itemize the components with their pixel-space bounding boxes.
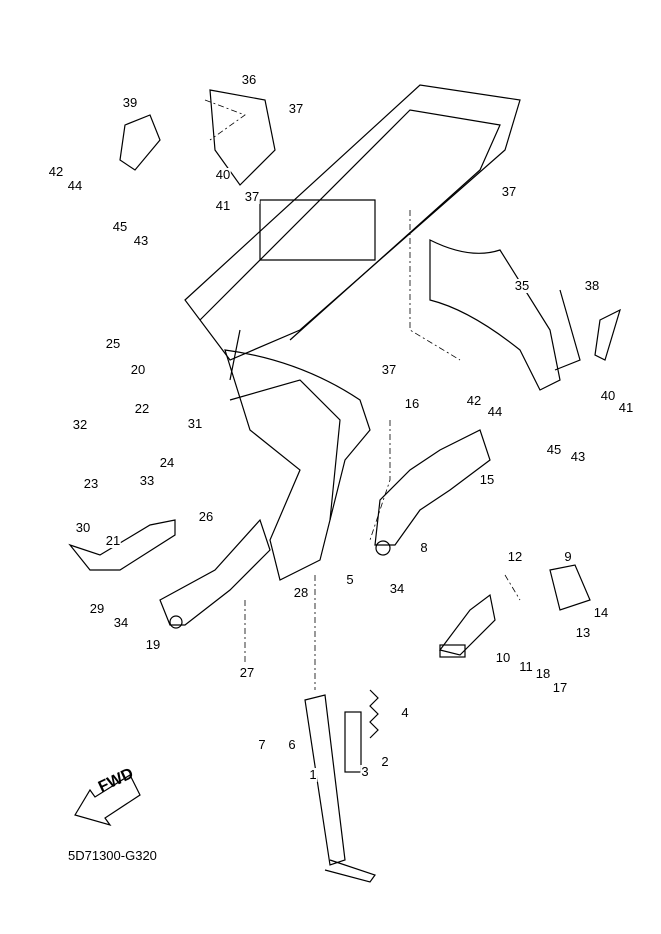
part-callout-40: 40 <box>599 388 617 403</box>
part-callout-28: 28 <box>292 585 310 600</box>
part-callout-44: 44 <box>66 178 84 193</box>
part-callout-15: 15 <box>478 472 496 487</box>
part-callout-43: 43 <box>132 233 150 248</box>
part-callout-34: 34 <box>112 615 130 630</box>
part-callout-38: 38 <box>583 278 601 293</box>
part-callout-44: 44 <box>486 404 504 419</box>
drawing-code: 5D71300-G320 <box>68 848 157 863</box>
part-callout-9: 9 <box>563 549 573 564</box>
part-callout-35: 35 <box>513 278 531 293</box>
part-callout-30: 30 <box>74 520 92 535</box>
part-callout-6: 6 <box>287 737 297 752</box>
part-callout-16: 16 <box>403 396 421 411</box>
part-callout-2: 2 <box>380 754 390 769</box>
part-callout-37: 37 <box>287 101 305 116</box>
part-callout-42: 42 <box>465 393 483 408</box>
main-frame <box>184 84 521 581</box>
part-callout-4: 4 <box>400 705 410 720</box>
fwd-arrow <box>74 774 141 827</box>
part-callout-36: 36 <box>240 72 258 87</box>
part-callout-37: 37 <box>243 189 261 204</box>
part-callout-14: 14 <box>592 605 610 620</box>
sidestand <box>304 689 379 883</box>
part-callout-22: 22 <box>133 401 151 416</box>
part-callout-18: 18 <box>534 666 552 681</box>
front-footrest-right <box>374 429 491 556</box>
part-callout-21: 21 <box>104 533 122 548</box>
part-callout-41: 41 <box>617 400 635 415</box>
part-callout-20: 20 <box>129 362 147 377</box>
rear-footrest-bracket-left <box>119 89 276 186</box>
part-callout-42: 42 <box>47 164 65 179</box>
part-callout-45: 45 <box>111 219 129 234</box>
part-callout-26: 26 <box>197 509 215 524</box>
part-callout-40: 40 <box>214 167 232 182</box>
part-callout-32: 32 <box>71 417 89 432</box>
part-callout-31: 31 <box>186 416 204 431</box>
part-callout-11: 11 <box>518 659 534 674</box>
part-callout-29: 29 <box>88 601 106 616</box>
part-callout-12: 12 <box>506 549 524 564</box>
part-callout-1: 1 <box>308 767 318 782</box>
part-callout-27: 27 <box>238 665 256 680</box>
part-callout-37: 37 <box>500 184 518 199</box>
part-callout-45: 45 <box>545 442 563 457</box>
part-callout-23: 23 <box>82 476 100 491</box>
part-callout-7: 7 <box>257 737 267 752</box>
brake-pedal <box>68 518 271 629</box>
part-callout-10: 10 <box>494 650 512 665</box>
part-callout-34: 34 <box>388 581 406 596</box>
part-callout-8: 8 <box>419 540 429 555</box>
shift-pedal <box>438 564 591 658</box>
part-callout-43: 43 <box>569 449 587 464</box>
part-callout-13: 13 <box>574 625 592 640</box>
part-callout-19: 19 <box>144 637 162 652</box>
part-callout-5: 5 <box>345 572 355 587</box>
leader-lines <box>204 99 521 690</box>
part-callout-39: 39 <box>121 95 139 110</box>
part-callout-33: 33 <box>138 473 156 488</box>
part-callout-24: 24 <box>158 455 176 470</box>
part-callout-41: 41 <box>214 198 232 213</box>
part-callout-25: 25 <box>104 336 122 351</box>
rear-footrest-bracket-right <box>429 239 621 391</box>
part-callout-17: 17 <box>551 680 569 695</box>
part-callout-37: 37 <box>380 362 398 377</box>
part-callout-3: 3 <box>360 764 370 779</box>
